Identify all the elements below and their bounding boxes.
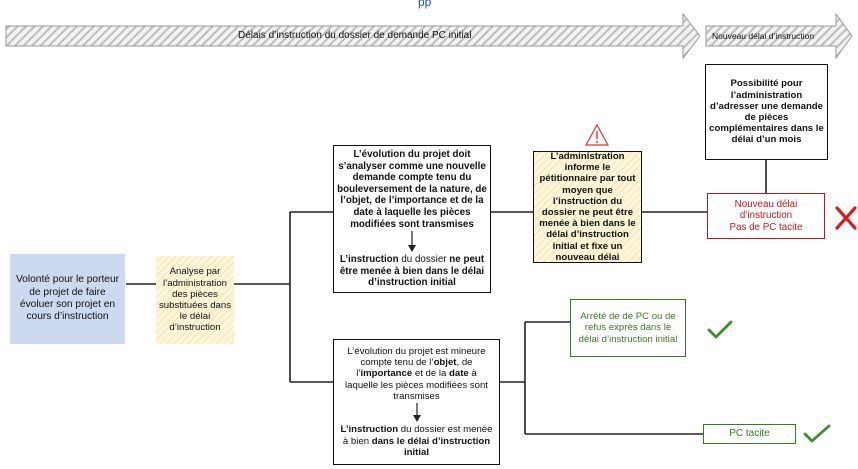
second-arrow-label: Nouveau délai d’instruction bbox=[712, 31, 815, 41]
arrete-text: Arrêté de de PC ou de refus exprès dans … bbox=[578, 311, 678, 345]
box-nouvelle-demande: L’évolution du projet doit s’analyser co… bbox=[333, 145, 491, 293]
box-nouveau-delai: Nouveau délai d’instruction Pas de PC ta… bbox=[707, 193, 825, 239]
box-analyse: Analyse par l’administration des pièces … bbox=[156, 256, 234, 344]
nouvelle-demande-conclusion: L’instruction du dossier ne peut être me… bbox=[339, 254, 485, 289]
box-pc-tacite: PC tacite bbox=[703, 424, 796, 444]
top-link-fragment[interactable]: pp bbox=[418, 0, 432, 9]
down-arrow-icon bbox=[408, 231, 416, 253]
nouveau-delai-line2: Pas de PC tacite bbox=[729, 221, 803, 233]
timeline-arrows bbox=[5, 12, 853, 60]
nouveau-delai-line1: Nouveau délai d’instruction bbox=[734, 198, 798, 222]
check-icon bbox=[707, 320, 733, 339]
analyse-text: Analyse par l’administration des pièces … bbox=[159, 266, 231, 334]
box-information: L’administration informe le pétitionnair… bbox=[533, 151, 642, 263]
mineure-text: L’évolution du projet est mineure compte… bbox=[345, 345, 488, 402]
second-timeline-arrow bbox=[705, 12, 853, 60]
box-mineure: L’évolution du projet est mineure compte… bbox=[333, 339, 500, 465]
volonte-text: Volonté pour le porteur de projet de fai… bbox=[15, 274, 120, 323]
box-possibilite: Possibilité pour l’administration d’adre… bbox=[705, 64, 828, 160]
check-icon bbox=[803, 424, 831, 443]
down-arrow-icon bbox=[412, 403, 421, 423]
cross-icon bbox=[835, 206, 857, 230]
box-volonte: Volonté pour le porteur de projet de fai… bbox=[10, 254, 125, 344]
pc-tacite-text: PC tacite bbox=[729, 428, 770, 440]
main-arrow-label: Délais d’instruction du dossier de deman… bbox=[238, 30, 472, 41]
box-arrete: Arrêté de de PC ou de refus exprès dans … bbox=[570, 299, 686, 357]
warning-icon bbox=[585, 124, 609, 146]
mineure-conclusion: L’instruction du dossier est menée à bie… bbox=[340, 424, 493, 458]
information-text: L’administration informe le pétitionnair… bbox=[539, 150, 636, 263]
main-timeline-arrow bbox=[5, 12, 701, 60]
nouvelle-demande-text: L’évolution du projet doit s’analyser co… bbox=[337, 149, 487, 230]
possibilite-text: Possibilité pour l’administration d’adre… bbox=[709, 78, 824, 146]
